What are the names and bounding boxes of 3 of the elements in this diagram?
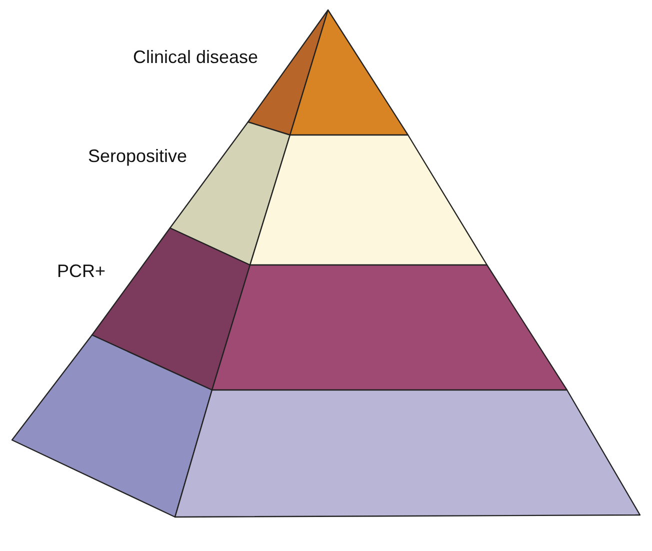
layer-label: PCR+: [57, 261, 106, 282]
layer-label: Clinical disease: [133, 47, 258, 68]
layer-label: Seropositive: [88, 146, 188, 167]
